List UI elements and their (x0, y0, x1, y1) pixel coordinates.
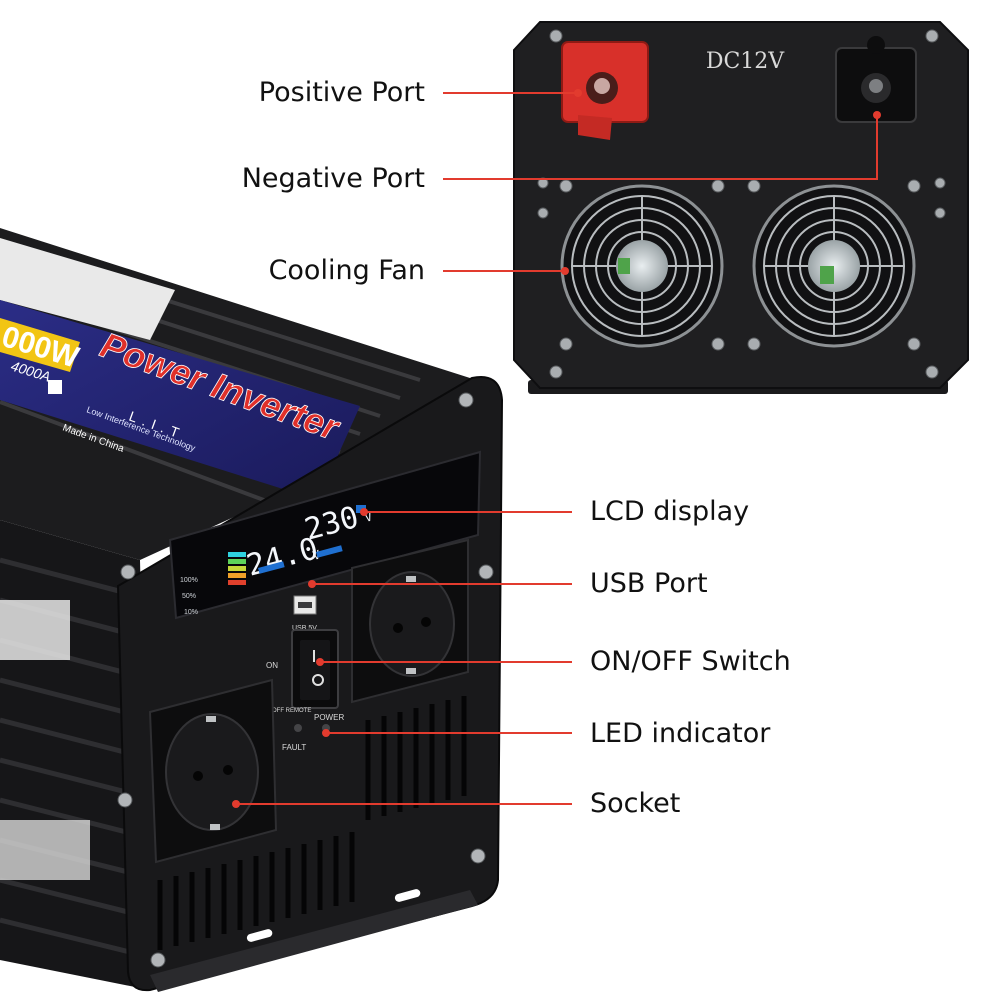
leader-lcd-display (364, 511, 572, 513)
callout-cooling-fan: Cooling Fan (268, 255, 425, 286)
switch-off-label: OFF REMOTE (272, 708, 311, 714)
callout-socket: Socket (590, 788, 681, 819)
socket-left (148, 678, 278, 864)
callout-usb-port: USB Port (590, 568, 708, 599)
callout-negative-port: Negative Port (241, 163, 425, 194)
leader-dot-positive (574, 89, 582, 97)
label-logo-box (48, 380, 62, 394)
cooling-fan-right (752, 184, 916, 348)
usb-label: USB 5V (292, 625, 317, 632)
leader-dot-socket (232, 800, 240, 808)
base-foot (150, 890, 478, 992)
leader-cooling-fan (443, 270, 565, 272)
switch-on-label: ON (266, 661, 278, 670)
battery-level-50: 50% (182, 593, 196, 600)
leader-dot-lcd (360, 508, 368, 516)
leader-dot-usb (308, 580, 316, 588)
inverter-body: 000W 4000A Power Inverter L.I.T Low Inte… (0, 228, 504, 992)
power-led-label: POWER (314, 713, 344, 722)
rear-voltage-label: DC12V (706, 49, 785, 74)
positive-terminal (561, 41, 649, 140)
leader-led-indicator (326, 732, 572, 734)
front-screws (117, 392, 494, 968)
battery-level-10: 10% (184, 609, 198, 616)
callout-lcd-display: LCD display (590, 496, 750, 527)
leader-negative-port-vertical (876, 115, 878, 180)
leader-socket (236, 803, 572, 805)
cooling-fan-left (560, 184, 724, 348)
negative-terminal (835, 36, 917, 123)
rear-panel-screws (537, 29, 946, 379)
callout-positive-port: Positive Port (258, 77, 425, 108)
rear-panel: DC12V (513, 21, 969, 394)
front-vents (157, 696, 467, 950)
leader-dot-negative (873, 111, 881, 119)
leader-dot-led (322, 729, 330, 737)
fault-led-label: FAULT (282, 743, 306, 752)
lcd-input-unit: V (311, 548, 322, 563)
battery-gauge (228, 552, 246, 585)
callout-led-indicator: LED indicator (590, 718, 771, 749)
lcd-output-unit: V (363, 510, 374, 525)
usb-port: USB 5V (292, 595, 317, 632)
leader-positive-port (443, 92, 578, 94)
leader-negative-port (443, 178, 878, 180)
lcd-display: 100% 50% 10% 24.0 V 230 V (168, 450, 482, 620)
leader-dot-fan (561, 267, 569, 275)
leader-dot-switch (316, 658, 324, 666)
leader-onoff-switch (320, 661, 572, 663)
battery-level-100: 100% (180, 577, 198, 584)
onoff-switch: ON OFF REMOTE (266, 629, 339, 714)
callout-onoff-switch: ON/OFF Switch (590, 646, 791, 677)
leader-usb-port (312, 583, 572, 585)
